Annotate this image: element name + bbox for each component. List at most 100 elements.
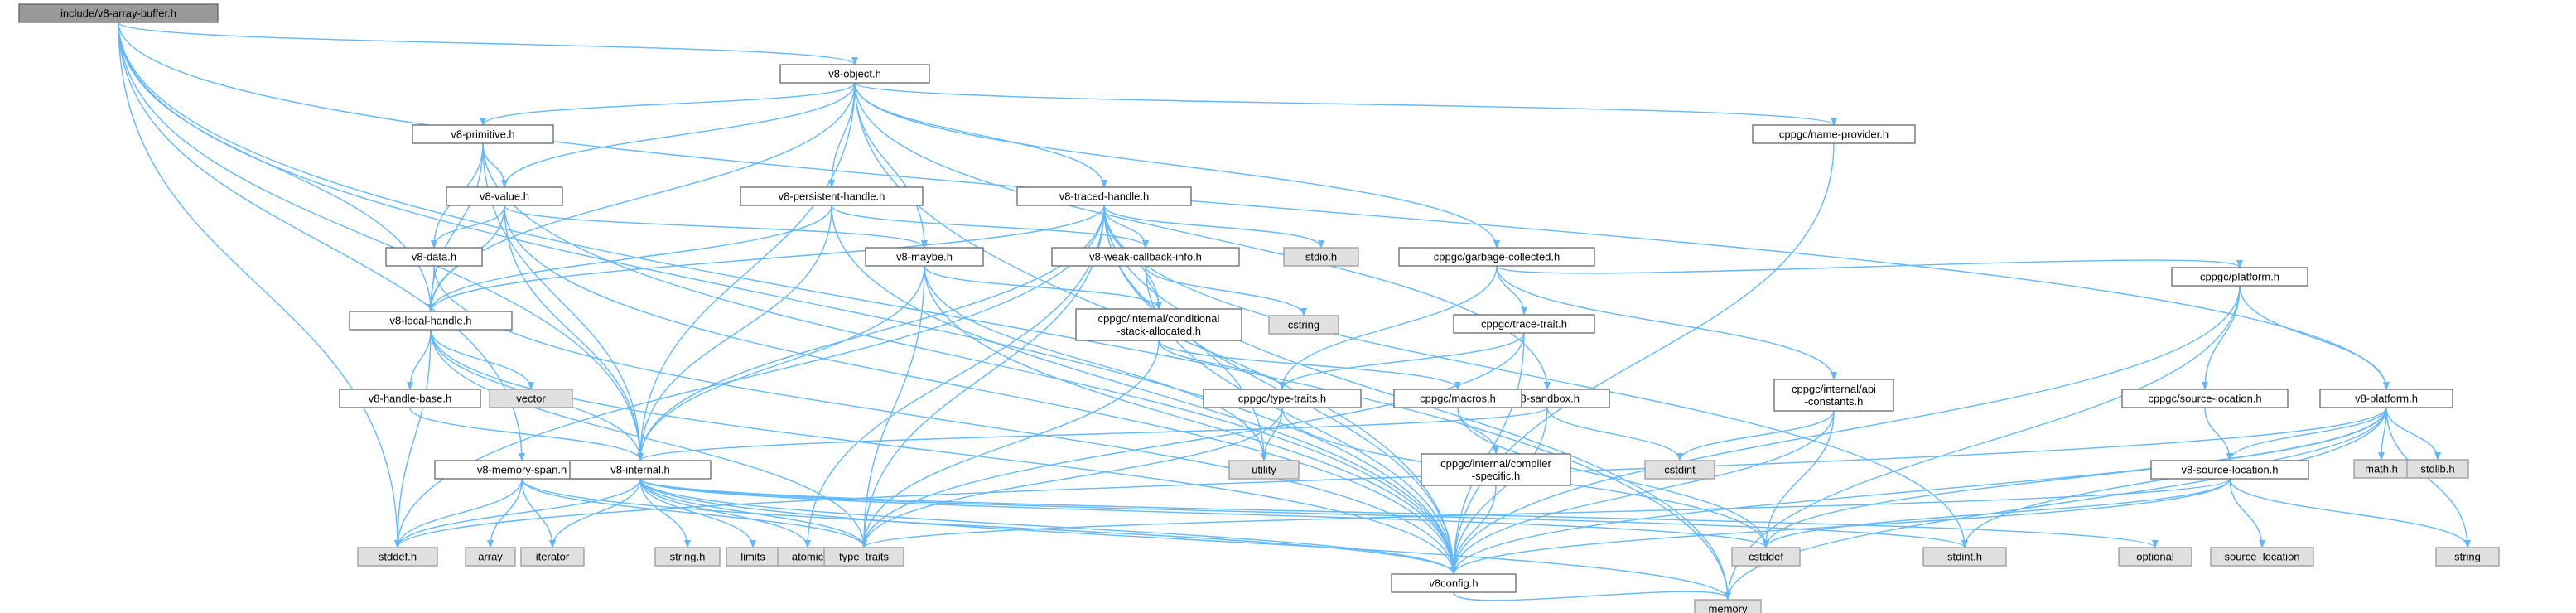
- edge-garbage-to-typetraits: [1279, 265, 1498, 390]
- edge-internal-to-stdint: [639, 478, 1968, 548]
- node-label: array: [478, 551, 503, 563]
- node-macros[interactable]: cppgc/macros.h: [1393, 389, 1522, 408]
- node-maybe[interactable]: v8-maybe.h: [865, 247, 984, 267]
- node-label: v8-memory-span.h: [477, 464, 567, 476]
- edge-v8config-to-memory: [1453, 591, 1731, 601]
- node-typetraits[interactable]: cppgc/type-traits.h: [1203, 389, 1362, 408]
- node-weakcb[interactable]: v8-weak-callback-info.h: [1051, 247, 1240, 267]
- node-vector: vector: [489, 389, 573, 408]
- node-garbage[interactable]: cppgc/garbage-collected.h: [1398, 247, 1595, 267]
- node-compiler[interactable]: cppgc/internal/compiler-specific.h: [1421, 453, 1571, 486]
- edge-traced-to-type_traits: [861, 205, 1105, 548]
- edge-cppgcplat-to-memory: [1725, 285, 2241, 601]
- node-label: -specific.h: [1472, 470, 1521, 482]
- edge-nameprov-to-v8config: [1450, 142, 1835, 575]
- edge-typetraits-to-utility: [1261, 407, 1283, 461]
- node-v8srcloc[interactable]: v8-source-location.h: [2150, 460, 2309, 480]
- node-stdint: stdint.h: [1922, 547, 2007, 567]
- edge-weakcb-to-cstring: [1145, 265, 1307, 316]
- edge-maybe-to-condstack: [924, 265, 1162, 310]
- edge-apiconst-to-v8config: [1450, 410, 1835, 575]
- node-label: -stack-allocated.h: [1117, 325, 1201, 337]
- node-v8config[interactable]: v8config.h: [1391, 573, 1517, 593]
- node-label: string: [2454, 551, 2481, 563]
- edge-maybe-to-internal: [637, 265, 925, 461]
- node-label: v8-primitive.h: [451, 128, 514, 141]
- node-object[interactable]: v8-object.h: [779, 64, 930, 84]
- edge-memspan-to-array: [487, 478, 523, 548]
- node-cstdint: cstdint: [1644, 460, 1715, 480]
- edge-persistent-to-localhandle: [427, 205, 832, 312]
- edge-memspan-to-type_traits: [521, 478, 867, 548]
- node-label: v8-traced-handle.h: [1059, 191, 1149, 203]
- edge-value-to-internal: [504, 205, 644, 461]
- node-array: array: [465, 547, 516, 567]
- node-label: type_traits: [839, 551, 889, 563]
- node-label: v8-handle-base.h: [369, 393, 451, 405]
- node-label: string.h: [670, 551, 706, 563]
- edge-root-to-memspan: [118, 22, 525, 461]
- node-traced[interactable]: v8-traced-handle.h: [1016, 186, 1192, 206]
- edge-maybe-to-utility: [924, 265, 1267, 461]
- node-condstack[interactable]: cppgc/internal/conditional-stack-allocat…: [1075, 308, 1242, 341]
- edge-traced-to-localhandle: [427, 205, 1105, 312]
- edge-garbage-to-cppgcplat: [1496, 259, 2243, 274]
- node-label: include/v8-array-buffer.h: [60, 7, 176, 20]
- edge-root-to-stddef: [118, 22, 401, 548]
- edge-v8srcloc-to-source_location: [2229, 478, 2265, 548]
- node-label: stddef.h: [379, 551, 417, 563]
- node-memspan[interactable]: v8-memory-span.h: [434, 460, 610, 480]
- node-label: source_location: [2224, 551, 2299, 563]
- node-label: cppgc/internal/api: [1792, 383, 1876, 395]
- edge-garbage-to-apiconst: [1496, 265, 1837, 380]
- edge-localhandle-to-stddef: [394, 329, 432, 548]
- node-data[interactable]: v8-data.h: [385, 247, 483, 267]
- node-layer: include/v8-array-buffer.h v8-object.h v8-p…: [18, 3, 2500, 613]
- node-apiconst[interactable]: cppgc/internal/api-constants.h: [1773, 379, 1894, 412]
- node-label: v8-local-handle.h: [389, 315, 471, 327]
- node-label: cppgc/platform.h: [2200, 271, 2279, 283]
- edge-value-to-data: [431, 205, 505, 249]
- edge-internal-to-cstddef: [639, 478, 1769, 548]
- edge-v8platform-to-stddef: [394, 407, 2387, 548]
- edge-traced-to-stddef: [394, 205, 1105, 548]
- edge-internal-to-stddef: [394, 478, 641, 548]
- edge-root-to-internal: [118, 22, 644, 461]
- node-source_location: source_location: [2210, 547, 2314, 567]
- edge-persistent-to-weakcb: [831, 205, 1149, 249]
- edge-handlebase-to-internal: [409, 407, 644, 461]
- node-cppgcsrcloc[interactable]: cppgc/source-location.h: [2121, 389, 2289, 408]
- edge-internal-to-limits: [639, 478, 756, 548]
- node-primitive[interactable]: v8-primitive.h: [412, 124, 554, 144]
- edge-localhandle-to-vector: [430, 329, 534, 390]
- edge-cppgcplat-to-v8platform: [2239, 285, 2390, 390]
- node-math: math.h: [2353, 459, 2410, 479]
- node-label: v8-maybe.h: [896, 251, 953, 263]
- edge-persistent-to-internal: [637, 205, 832, 461]
- node-label: cstdint: [1664, 464, 1696, 476]
- node-tracetrait[interactable]: cppgc/trace-trait.h: [1453, 314, 1595, 334]
- node-value[interactable]: v8-value.h: [446, 186, 563, 206]
- node-v8platform[interactable]: v8-platform.h: [2319, 389, 2453, 408]
- node-label: v8-source-location.h: [2181, 464, 2278, 476]
- node-persistent[interactable]: v8-persistent-handle.h: [740, 186, 924, 206]
- edge-internal-to-optional: [639, 478, 2159, 548]
- edge-object-to-persistent: [828, 82, 856, 188]
- node-handlebase[interactable]: v8-handle-base.h: [339, 389, 481, 408]
- edge-apiconst-to-cstddef: [1763, 410, 1835, 548]
- edge-v8srcloc-to-cstddef: [1763, 478, 2231, 548]
- edge-root-to-memory: [118, 22, 1731, 601]
- node-label: cstddef: [1749, 551, 1783, 563]
- node-cppgcplat[interactable]: cppgc/platform.h: [2171, 267, 2308, 287]
- node-label: cppgc/internal/compiler: [1440, 457, 1551, 470]
- node-iterator: iterator: [520, 547, 585, 567]
- node-localhandle[interactable]: v8-local-handle.h: [349, 311, 513, 331]
- edge-condstack-to-macros: [1158, 340, 1461, 390]
- edge-maybe-to-v8config: [924, 265, 1457, 575]
- node-cstddef: cstddef: [1731, 547, 1801, 567]
- edge-memspan-to-stddef: [394, 478, 523, 548]
- node-nameprov[interactable]: cppgc/name-provider.h: [1752, 124, 1916, 144]
- node-label: iterator: [536, 551, 570, 563]
- node-internal[interactable]: v8-internal.h: [569, 460, 712, 480]
